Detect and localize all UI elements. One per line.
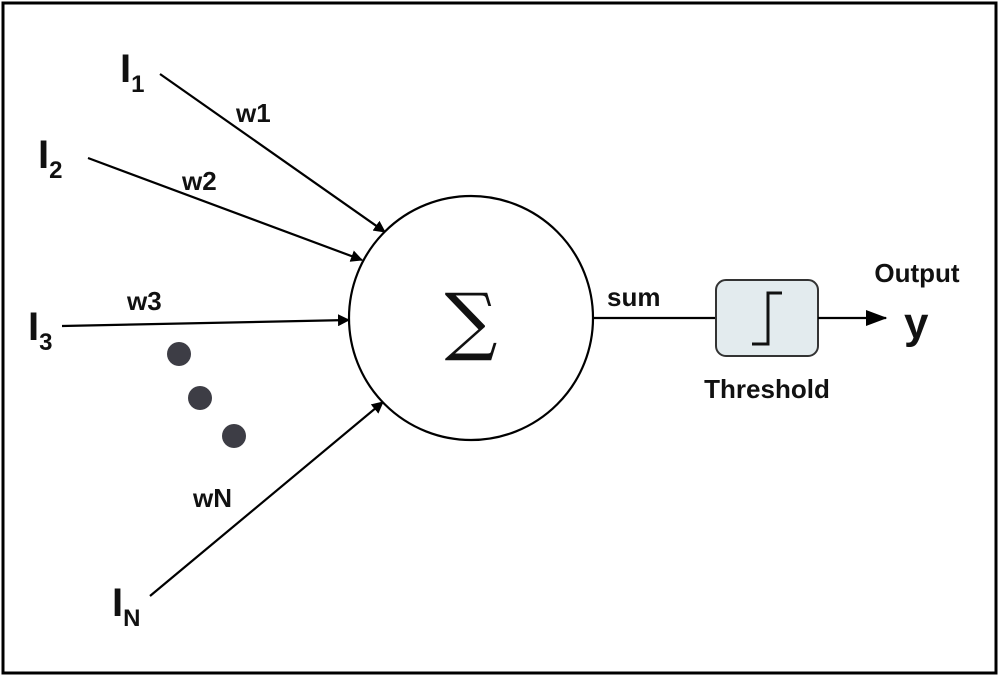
input-label-2: I2 xyxy=(38,133,62,184)
output-variable: y xyxy=(904,299,929,348)
input-1-arrow xyxy=(159,73,386,233)
weight-label-3: w3 xyxy=(126,286,162,316)
weight-label-n: wN xyxy=(192,483,232,513)
threshold-label: Threshold xyxy=(704,374,830,404)
ellipsis-dot-3 xyxy=(222,424,246,448)
ellipsis-dot-2 xyxy=(188,386,212,410)
weight-label-1: w1 xyxy=(235,98,271,128)
ellipsis-dot-1 xyxy=(167,342,191,366)
input-3-arrow xyxy=(61,314,350,328)
input-2-arrow xyxy=(87,156,363,262)
weight-label-2: w2 xyxy=(181,166,217,196)
input-label-3: I3 xyxy=(28,305,52,356)
output-title: Output xyxy=(874,258,960,288)
input-n-arrow xyxy=(149,401,384,597)
input-label-1: I1 xyxy=(120,47,144,98)
input-label-n: IN xyxy=(112,581,140,632)
step-function-icon xyxy=(752,291,782,346)
sum-label: sum xyxy=(607,282,660,312)
sigma-symbol: ∑ xyxy=(445,278,498,364)
